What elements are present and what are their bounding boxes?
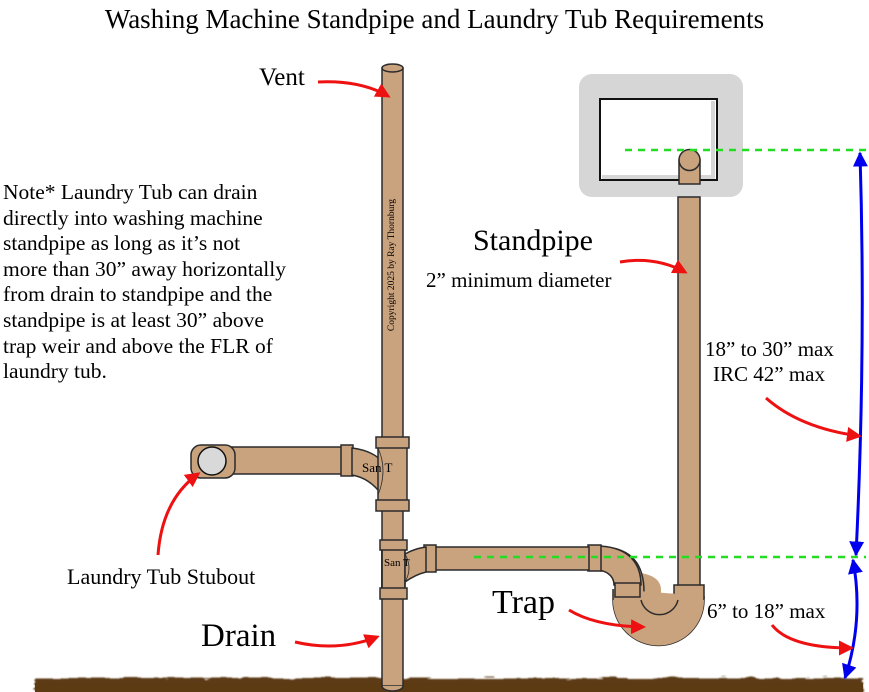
note-line: laundry tub. bbox=[3, 359, 107, 384]
upper-range-callout-arrow bbox=[765, 396, 862, 442]
note-line: standpipe as long as it’s not bbox=[3, 231, 241, 256]
note-line: more than 30” away horizontally bbox=[3, 256, 286, 281]
irc-max-label: IRC 42” max bbox=[713, 362, 825, 386]
trap-label: Trap bbox=[492, 584, 555, 621]
standpipe-diameter-label: 2” minimum diameter bbox=[426, 268, 612, 292]
standpipe bbox=[673, 148, 705, 599]
note-line: trap weir and above the FLR of bbox=[3, 333, 273, 358]
copyright-notice: Copyright 2025 by Ray Thornburg bbox=[387, 198, 397, 332]
drain-vent-stack bbox=[375, 63, 427, 692]
ground-soil bbox=[35, 678, 863, 692]
note-line: Note* Laundry Tub can drain bbox=[3, 180, 258, 204]
lower-range-callout-arrow bbox=[770, 624, 854, 656]
note-line: from drain to standpipe and the bbox=[3, 282, 273, 307]
washer-outlet-box bbox=[579, 74, 743, 197]
lower-range-label: 6” to 18” max bbox=[707, 599, 826, 623]
note-line: directly into washing machine bbox=[3, 205, 263, 230]
drain-callout-arrow bbox=[294, 634, 380, 649]
stubout-label: Laundry Tub Stubout bbox=[67, 564, 256, 589]
trap-arm bbox=[423, 544, 590, 573]
lower-san-tee-label: San T bbox=[384, 557, 410, 569]
laundry-tub-note: Note* Laundry Tub can drain directly int… bbox=[3, 180, 348, 385]
vent-callout-arrow bbox=[317, 80, 391, 98]
upper-range-label: 18” to 30” max bbox=[705, 337, 834, 361]
standpipe-label: Standpipe bbox=[473, 224, 593, 257]
lower-dimension-arrow bbox=[842, 558, 863, 680]
upper-dimension-arrow bbox=[849, 151, 868, 557]
standpipe-callout-arrow bbox=[619, 258, 688, 274]
drain-label: Drain bbox=[201, 618, 277, 654]
diagram-title: Washing Machine Standpipe and Laundry Tu… bbox=[104, 4, 765, 34]
laundry-tub-arm bbox=[190, 444, 383, 498]
trap-callout-arrow bbox=[568, 608, 646, 635]
note-line: standpipe is at least 30” above bbox=[3, 307, 264, 332]
vent-label: Vent bbox=[259, 64, 305, 91]
stubout-callout-arrow bbox=[156, 472, 201, 556]
upper-san-tee-label: San T bbox=[362, 460, 393, 475]
